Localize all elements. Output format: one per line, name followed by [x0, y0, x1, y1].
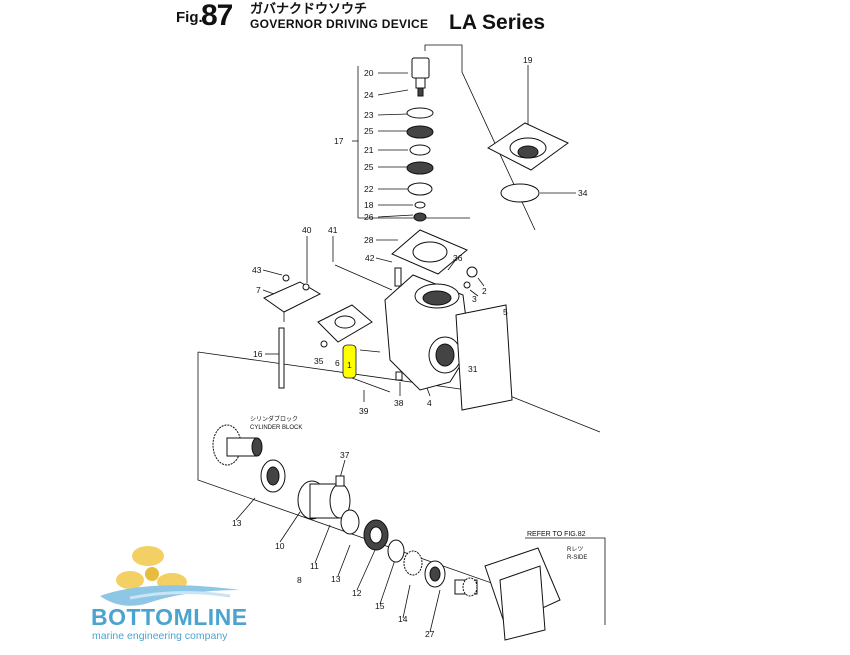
callout-label: 7 [256, 285, 261, 295]
wave-shape [129, 590, 231, 600]
callout-label: 4 [427, 398, 432, 408]
callout-label: 41 [328, 225, 338, 235]
flange-cover [487, 122, 569, 203]
callout-label: 8 [297, 575, 302, 585]
callout-label: 6 [335, 358, 340, 368]
title-japanese: ガバナクドウソウチ [250, 1, 368, 16]
callout-label: 12 [352, 588, 362, 598]
title-english: GOVERNOR DRIVING DEVICE [250, 17, 429, 31]
lower-shaft-assembly [212, 424, 561, 641]
refer-note: REFER TO FIG.82 [527, 531, 586, 538]
drawing-notes: シリンダブロック CYLINDER BLOCK REFER TO FIG.82 … [250, 415, 587, 561]
figure-number: 87 [201, 0, 233, 32]
governor-stack [406, 57, 434, 222]
callout-label: 35 [314, 356, 324, 366]
callout-label: 39 [359, 406, 369, 416]
callout-label: 22 [364, 184, 374, 194]
top-gasket [391, 229, 468, 275]
callout-label: 21 [364, 145, 374, 155]
callout-label: 23 [364, 110, 374, 120]
callout-labels: 20 24 23 25 21 25 22 18 26 17 19 34 28 4… [232, 55, 588, 639]
callout-label: 26 [364, 212, 374, 222]
callout-label: 17 [334, 136, 344, 146]
callout-label: 11 [310, 561, 319, 571]
callout-label: 5 [503, 307, 508, 317]
callout-label: 27 [425, 629, 435, 639]
propeller-blade [132, 546, 164, 566]
propeller-blade [116, 571, 144, 589]
bottomline-logo [100, 546, 240, 606]
governor-housing [262, 264, 513, 411]
callout-label: 31 [468, 364, 478, 374]
leader-lines [197, 44, 606, 633]
callout-label: 34 [578, 188, 588, 198]
callout-label: 42 [365, 253, 375, 263]
callout-label: 1 [347, 360, 352, 370]
callout-label: 24 [364, 90, 374, 100]
callout-label: 10 [275, 541, 285, 551]
callout-label: 40 [302, 225, 312, 235]
wave-shape [100, 585, 240, 606]
cylinder-block-label-jp: シリンダブロック [250, 415, 298, 423]
callout-label: 16 [253, 349, 263, 359]
logo-tagline: marine engineering company [92, 630, 228, 642]
callout-label: 13 [232, 518, 242, 528]
callout-label: 13 [331, 574, 341, 584]
callout-label: 15 [375, 601, 385, 611]
highlight-marker [342, 344, 357, 379]
callout-label: 28 [364, 235, 374, 245]
callout-label: 38 [394, 398, 404, 408]
callout-label: 37 [340, 450, 350, 460]
side-label: R-SIDE [567, 555, 587, 561]
cylinder-block-label: CYLINDER BLOCK [250, 425, 302, 431]
callout-label: 19 [523, 55, 533, 65]
callout-label: 3 [472, 294, 477, 304]
logo-wordmark: BOTTOMLINE [91, 604, 248, 630]
callout-label: 20 [364, 68, 374, 78]
callout-label: 18 [364, 200, 374, 210]
series-label: LA Series [449, 11, 546, 34]
callout-label: 43 [252, 265, 262, 275]
callout-label: 25 [364, 126, 374, 136]
propeller-hub [145, 567, 159, 581]
callout-label: 14 [398, 614, 408, 624]
callout-label: 25 [364, 162, 374, 172]
side-label-jp: Rレツ [567, 547, 583, 553]
figure-prefix: Fig. [176, 9, 203, 26]
callout-label: 2 [482, 286, 487, 296]
callout-label: 36 [453, 253, 463, 263]
